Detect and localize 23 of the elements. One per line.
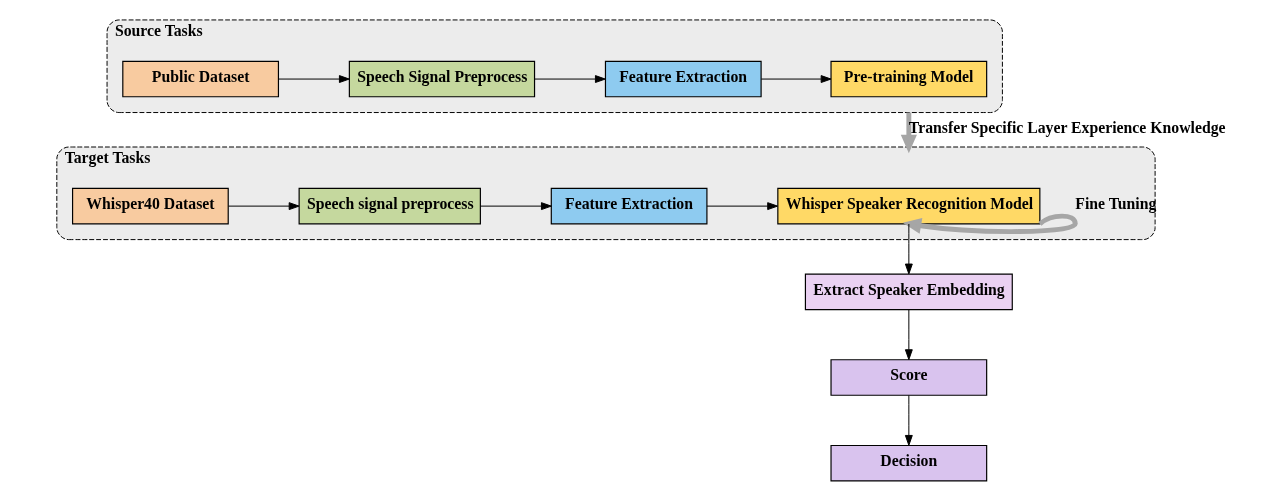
node-box: Whisper Speaker Recognition Model: [777, 187, 1041, 225]
node-box: Speech signal preprocess: [298, 187, 481, 225]
node-box: Speech Signal Preprocess: [348, 60, 536, 98]
arrow: [278, 75, 350, 83]
arrow: [760, 75, 832, 83]
node-box: Whisper40 Dataset: [72, 187, 229, 225]
arrow: [904, 394, 913, 446]
arrow: [904, 309, 913, 361]
edge-label: Fine Tuning: [1075, 194, 1157, 212]
node-box: Public Dataset: [122, 60, 280, 98]
node-box: Feature Extraction: [550, 187, 708, 225]
arrow: [534, 75, 606, 83]
arrow: [900, 112, 917, 154]
edge-label: Transfer Specific Layer Experience Knowledge: [908, 119, 1226, 137]
node-box: Decision: [830, 444, 988, 482]
arrow: [706, 202, 779, 211]
node-box: Pre-training Model: [830, 60, 988, 98]
arrow: [479, 202, 552, 211]
node-box: Score: [830, 359, 988, 396]
arrow: [904, 223, 913, 275]
arrow: [227, 202, 300, 211]
node-box: Feature Extraction: [604, 60, 762, 98]
node-box: Extract Speaker Embedding: [804, 273, 1013, 311]
